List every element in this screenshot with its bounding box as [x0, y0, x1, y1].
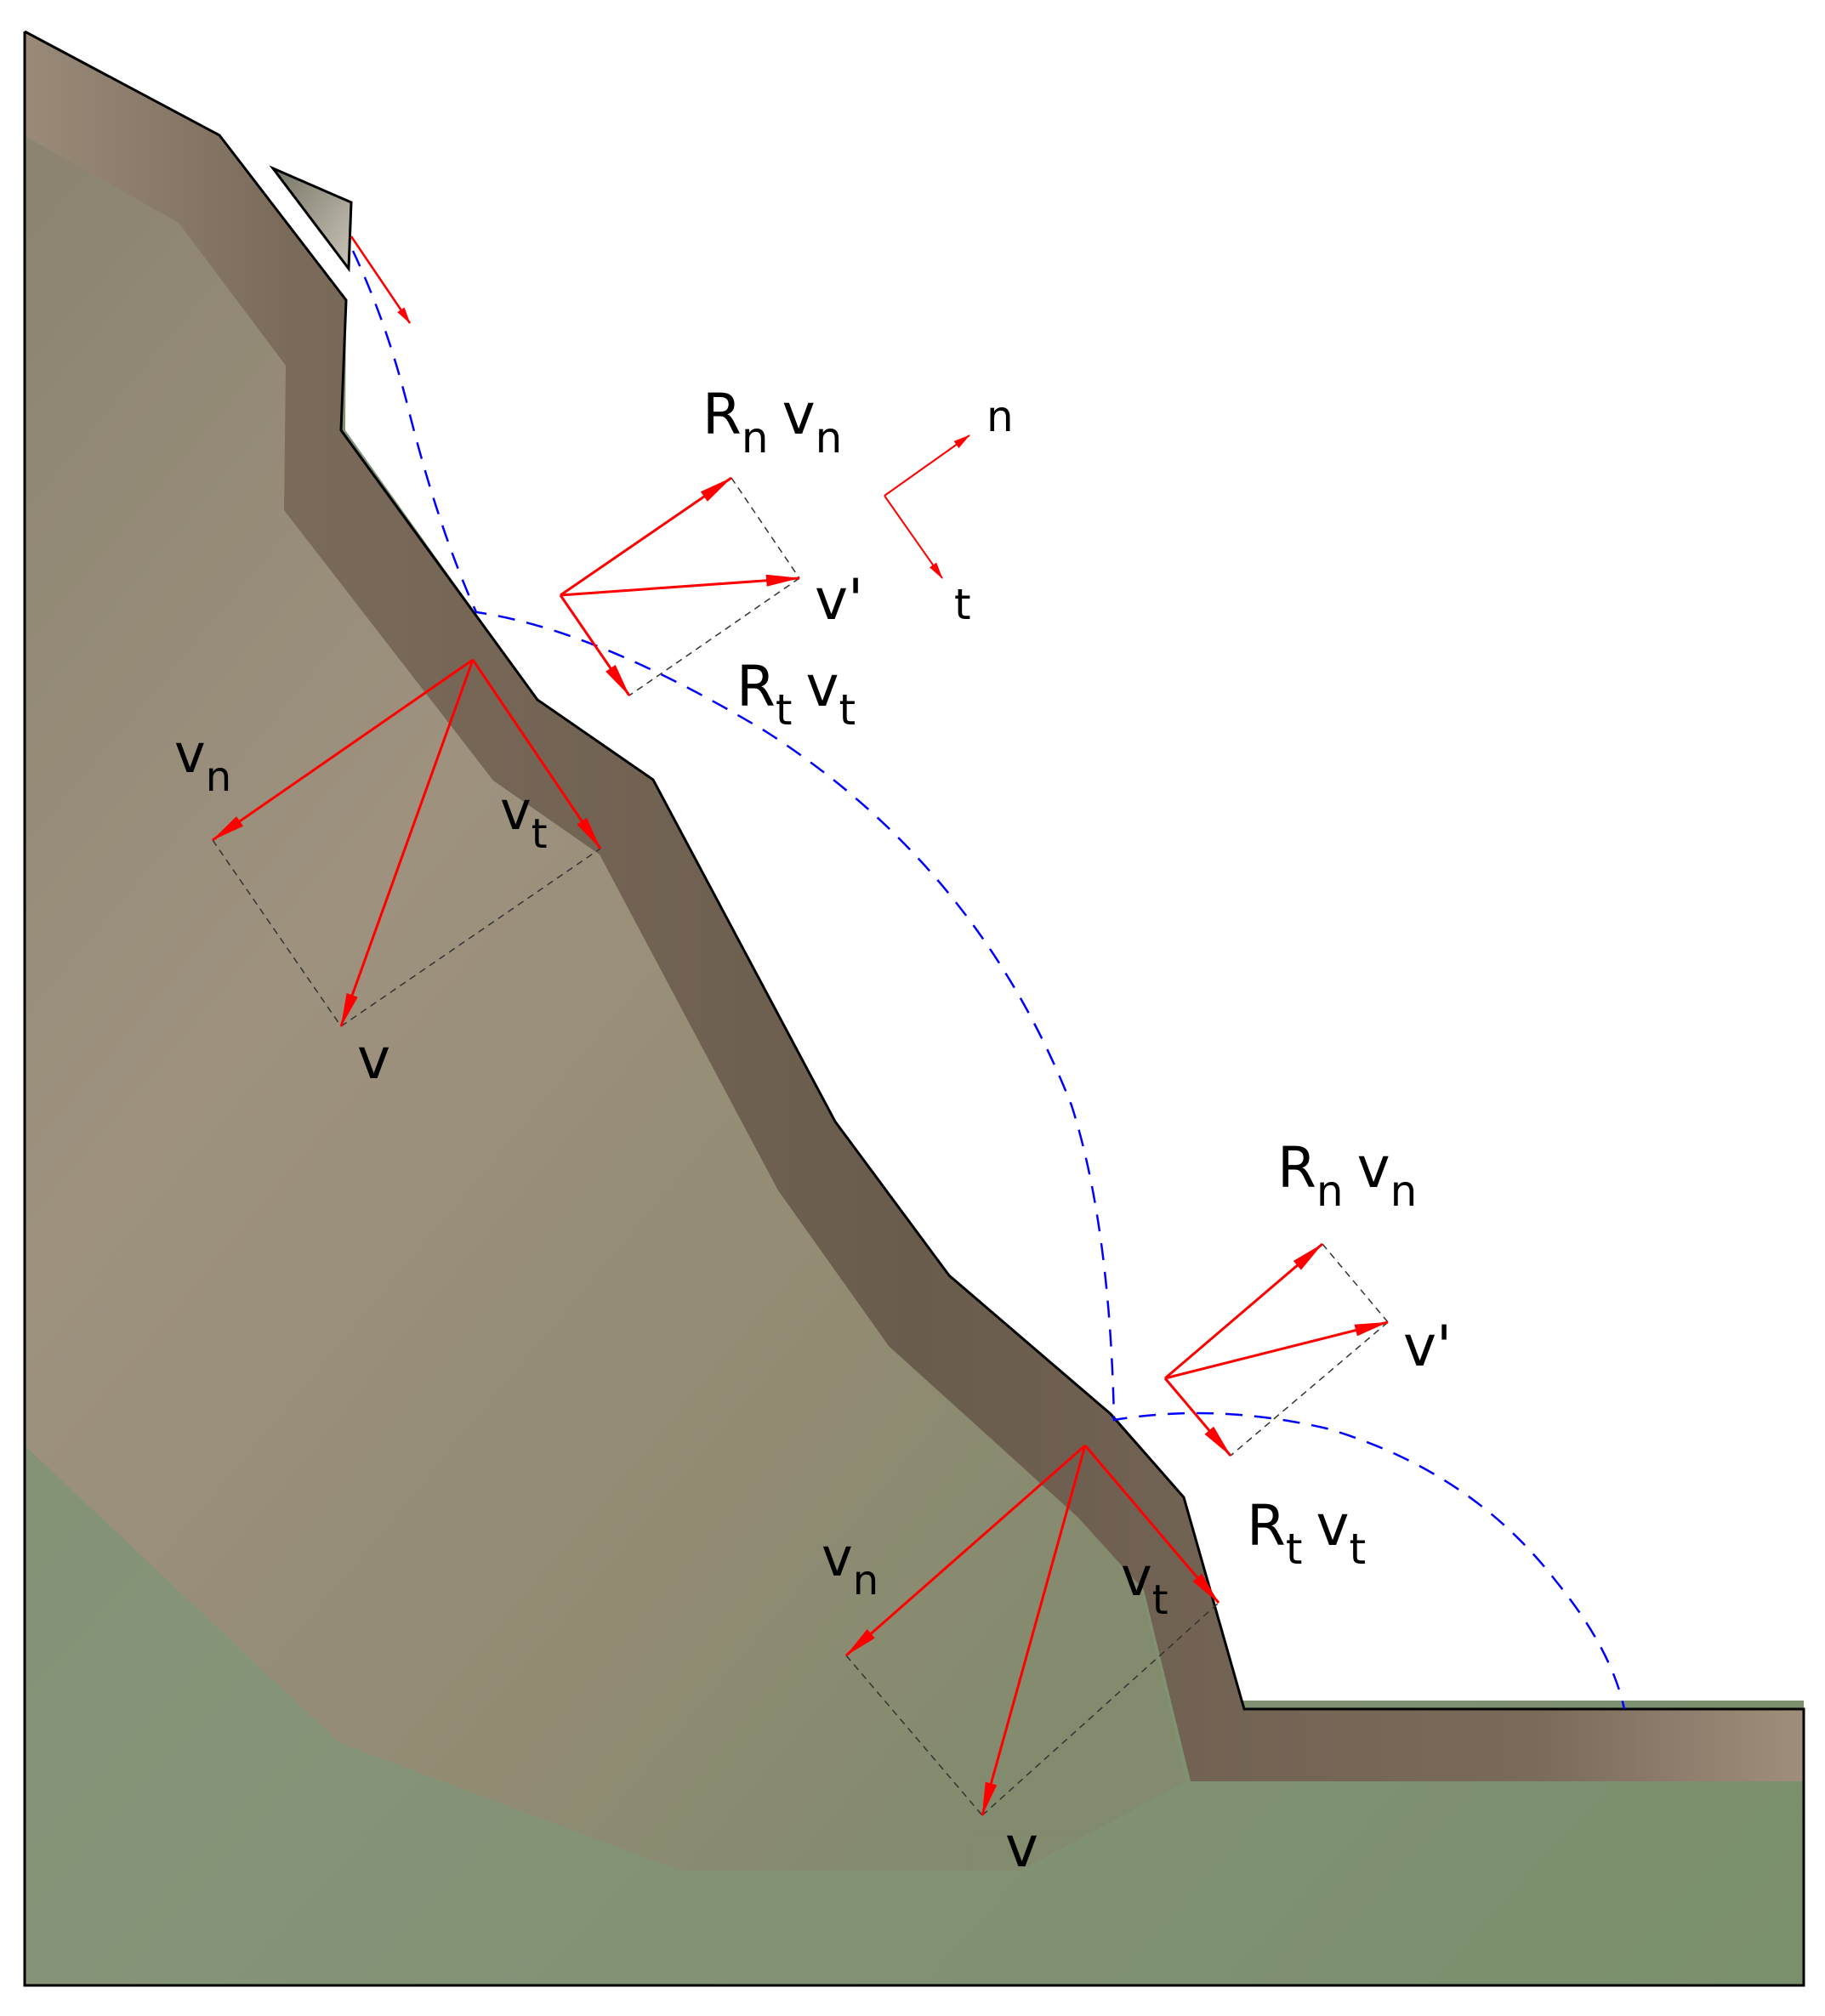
impact2-vn-arrow: [845, 1444, 1086, 1657]
soil-interior: [25, 136, 1186, 1871]
impact2-vprime-label: v': [1403, 1314, 1452, 1379]
impact2-vn-label: vn: [822, 1526, 878, 1604]
initial-velocity-arrow: [350, 236, 412, 324]
slope-outline: [23, 30, 1805, 1987]
n-axis-arrow: [884, 434, 970, 497]
impact1-v-arrow: [339, 659, 475, 1027]
n-axis-label: n: [986, 392, 1014, 441]
impact1-Rn-arrow: [560, 476, 732, 597]
impact1-vn-arrow: [212, 658, 474, 842]
impact1-vn-label: vn: [174, 723, 231, 801]
impact2-incoming: vn vt v: [822, 1444, 1220, 1880]
impact2-v-label: v: [1005, 1814, 1038, 1880]
t-axis-arrow: [884, 495, 943, 579]
ground: [23, 30, 1805, 1987]
t-axis-label: t: [954, 580, 971, 629]
impact1-vprime-label: v': [815, 567, 863, 633]
impact1-vprime-arrow: [560, 574, 800, 597]
impact2-v-arrow: [981, 1445, 1087, 1816]
impact2-vt-arrow: [1083, 1445, 1220, 1604]
impact1-vt-arrow: [471, 659, 602, 849]
rock: [269, 165, 353, 273]
impact2-vprime-arrow: [1164, 1320, 1389, 1380]
impact1-v-label: v: [357, 1026, 390, 1092]
impact2-Rt-arrow: [1163, 1377, 1232, 1457]
surface-layer: [25, 31, 1804, 1781]
impact2-Rn-arrow: [1164, 1242, 1323, 1380]
trajectory: [351, 250, 1626, 1710]
nt-axes: n t: [884, 392, 1014, 629]
impact1-Rt-arrow: [559, 594, 631, 696]
impact2-vt-label: vt: [1121, 1546, 1168, 1624]
impact1-vt-label: vt: [500, 780, 548, 858]
impact1-incoming: vn vt v: [174, 658, 602, 1092]
